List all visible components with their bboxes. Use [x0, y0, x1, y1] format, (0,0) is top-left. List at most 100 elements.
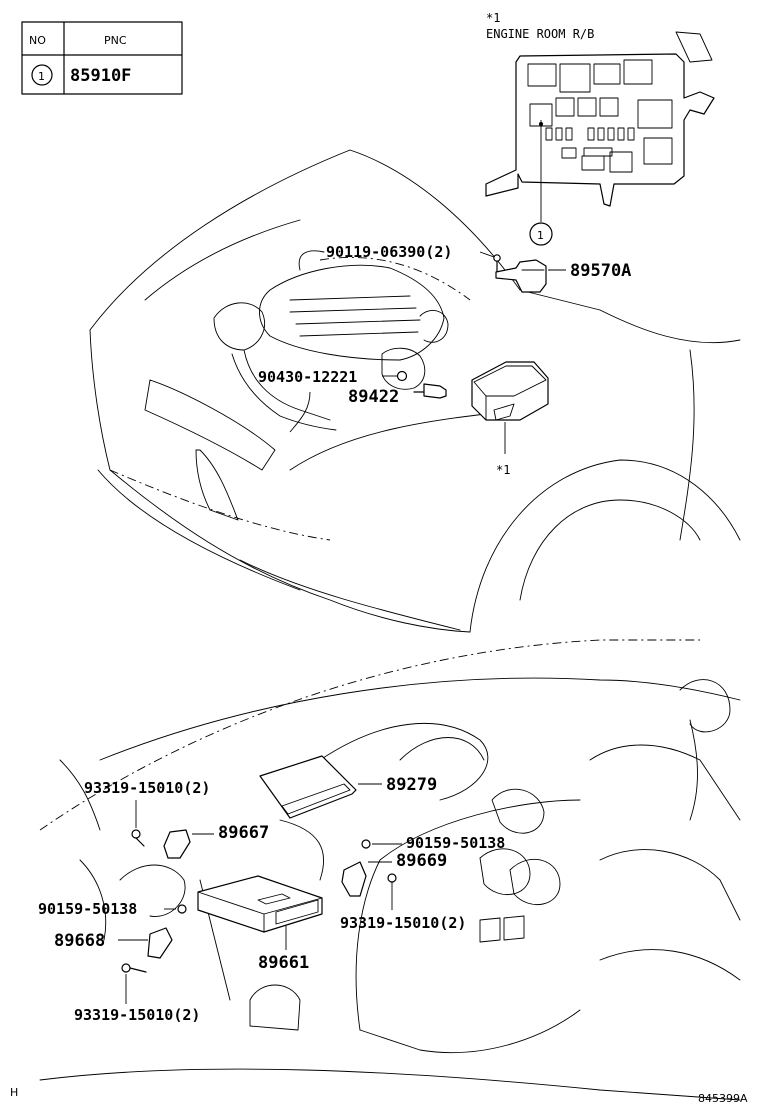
relay-slot — [623, 59, 653, 85]
fuse-slot — [597, 127, 605, 141]
fuse-slot — [565, 127, 573, 141]
relay-slot — [577, 97, 597, 117]
part-number-93319-mid: 93319-15010(2) — [340, 914, 466, 932]
sensor-89570a-icon — [495, 259, 547, 293]
pnc-row-callout-circle — [31, 64, 53, 86]
wheel-arch-inner — [519, 499, 701, 601]
relay-slot — [555, 97, 575, 117]
relay-block-tab — [675, 31, 713, 63]
part-number-89422: 89422 — [348, 387, 399, 407]
fuse-slot — [555, 127, 563, 141]
ecu-89661-icon — [197, 875, 323, 933]
part-number-93319-top: 93319-15010(2) — [84, 779, 210, 797]
wheel-arch — [469, 459, 741, 633]
bumper-line — [97, 469, 301, 591]
fuse-slot — [627, 127, 635, 141]
door-trim — [599, 949, 741, 981]
ecu-89279-icon — [259, 755, 357, 819]
knee-bolster — [119, 864, 186, 917]
part-number-89279: 89279 — [386, 775, 437, 795]
part-number-90119: 90119-06390(2) — [326, 243, 452, 261]
ecu-89661-label-plate — [257, 893, 291, 905]
a-pillar-interior — [589, 744, 741, 821]
sensor-89422-icon — [423, 383, 447, 399]
radiator-hose — [298, 250, 325, 271]
left-dash-edge — [59, 759, 101, 831]
nut-90159-right-icon — [361, 839, 371, 849]
upper-parts: 90119-06390(2) 89570A 90430-12221 89422 … — [258, 243, 631, 477]
part-number-90430: 90430-12221 — [258, 368, 357, 386]
right-pillar — [679, 679, 731, 733]
leader-90119 — [479, 251, 495, 258]
intake-manifold — [213, 302, 265, 351]
engine-room-label: ENGINE ROOM R/B — [486, 27, 594, 41]
hood-edge — [144, 219, 301, 301]
fender-arch — [89, 329, 471, 633]
relay-slot — [637, 99, 673, 129]
pnc-table-frame — [21, 21, 183, 95]
bolt-93319-top-shank — [135, 837, 145, 847]
bracket-89668-icon — [147, 927, 173, 959]
relay-block-bracket — [493, 403, 515, 421]
relay-callout-point — [539, 122, 543, 126]
bolt-93319-mid-icon — [387, 873, 397, 883]
relay-slot — [599, 97, 619, 117]
part-number-89668: 89668 — [54, 931, 105, 951]
part-number-89661: 89661 — [258, 953, 309, 973]
relay-block-housing — [485, 53, 715, 207]
pnc-table-header-pnc: PNC — [104, 34, 127, 47]
floor-line — [39, 1068, 741, 1101]
engine-room-relay-block: *1 ENGINE ROOM R/B 1 — [485, 11, 715, 246]
gasket-90430-icon — [396, 370, 408, 382]
relay-slot — [643, 137, 673, 165]
vehicle-front-outline — [89, 149, 741, 633]
bracket-89669-icon — [341, 861, 367, 897]
vent-ring-1 — [479, 848, 531, 895]
part-number-90159-right: 90159-50138 — [406, 834, 505, 852]
pnc-table-header-no: NO — [29, 34, 46, 47]
relay-callout-number: 1 — [537, 229, 544, 242]
door-line — [679, 349, 695, 541]
bolt-93319-bottom-icon — [121, 963, 131, 973]
engine-pulley — [419, 309, 449, 343]
part-number-93319-bottom: 93319-15010(2) — [74, 1006, 200, 1024]
interior-dashboard-outline — [39, 639, 741, 1101]
fuse-slot — [561, 147, 577, 159]
bolt-93319-top-icon — [131, 829, 141, 839]
relay-block-89661-housing — [471, 361, 549, 421]
console-buttons — [479, 915, 525, 943]
engine-room-note-mark: *1 — [486, 11, 500, 25]
part-number-90159-left: 90159-50138 — [38, 900, 137, 918]
relay-callout-circle — [529, 222, 553, 246]
steering-column — [279, 819, 324, 881]
relay-slot — [527, 63, 557, 87]
fuse-slot — [607, 127, 615, 141]
intake-runner — [243, 349, 331, 421]
engine-top-cover — [259, 264, 445, 361]
dashboard-top — [99, 677, 741, 761]
lower-parts: 89279 93319-15010(2) 89667 90159-50138 8… — [38, 755, 505, 1024]
dashboard-upper — [319, 723, 489, 801]
engine-assembly — [213, 250, 471, 431]
bolt-93319-bottom-shank — [129, 967, 147, 973]
relay-slot — [559, 63, 591, 93]
hood-line — [89, 149, 601, 331]
pnc-row-number: 1 — [38, 70, 45, 83]
part-number-89667: 89667 — [218, 823, 269, 843]
vent-ring-2 — [509, 858, 561, 905]
a-pillar — [599, 309, 741, 344]
engine-head-ribs — [289, 295, 421, 337]
ecu-89279-connector — [281, 783, 351, 815]
part-number-89669: 89669 — [396, 851, 447, 871]
door-interior — [599, 849, 741, 921]
illustration-id: 845399A — [698, 1092, 748, 1105]
corner-mark: H — [10, 1086, 18, 1099]
part-number-89570a: 89570A — [570, 261, 631, 281]
engine-side — [231, 353, 337, 431]
fuse-slot — [583, 147, 613, 157]
instrument-hood — [399, 737, 485, 761]
bolt-90119-icon — [493, 254, 501, 262]
pnc-table: NO PNC 1 85910F — [21, 21, 183, 95]
